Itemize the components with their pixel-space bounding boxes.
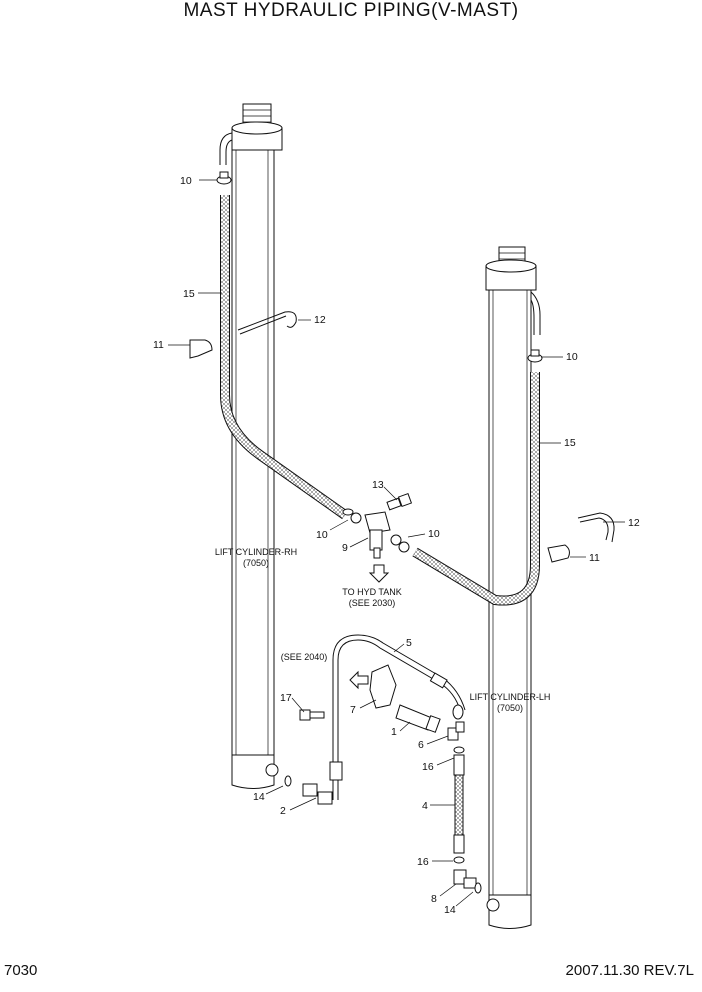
callout-4: 4 bbox=[422, 800, 428, 812]
callout-14-bottom: 14 bbox=[444, 904, 456, 916]
callout-11-lh: 11 bbox=[589, 552, 600, 564]
note-lift-cylinder-lh-ref: (7050) bbox=[497, 703, 523, 713]
o-ring-16b bbox=[453, 856, 465, 864]
note-to-hyd-tank: TO HYD TANK bbox=[342, 587, 402, 597]
clip-rh bbox=[189, 339, 213, 359]
arrow-to-tank bbox=[368, 564, 390, 583]
note-see-2040: (SEE 2040) bbox=[281, 652, 328, 662]
fitting-6 bbox=[447, 721, 465, 741]
callout-15-lh: 15 bbox=[564, 437, 576, 449]
hose-clamp-rh-top bbox=[216, 171, 232, 185]
callout-10-left-tee: 10 bbox=[316, 529, 328, 541]
note-lift-cylinder-rh: LIFT CYLINDER-RH bbox=[215, 547, 297, 557]
o-ring-14b bbox=[474, 882, 482, 894]
callout-16-bottom: 16 bbox=[417, 856, 429, 868]
callout-2: 2 bbox=[280, 805, 286, 817]
bracket-7 bbox=[369, 664, 397, 709]
hose-4 bbox=[453, 754, 465, 854]
wire-clip-rh bbox=[237, 311, 297, 331]
elbow-8 bbox=[453, 869, 477, 889]
tee-block bbox=[342, 508, 410, 559]
note-lift-cylinder-rh-ref: (7050) bbox=[243, 558, 269, 568]
leader-lines bbox=[168, 179, 625, 907]
page-title: MAST HYDRAULIC PIPING(V-MAST) bbox=[183, 0, 519, 21]
callout-14-left: 14 bbox=[253, 791, 265, 803]
bolt-17 bbox=[299, 709, 325, 721]
callout-8: 8 bbox=[431, 893, 437, 905]
lift-cylinder-lh bbox=[485, 246, 541, 929]
connector-2 bbox=[302, 783, 333, 805]
page-number: 7030 bbox=[4, 962, 38, 979]
o-ring-16a bbox=[453, 746, 465, 754]
callout-10-lh-top: 10 bbox=[566, 351, 578, 363]
callout-13: 13 bbox=[372, 479, 384, 491]
callout-12-lh: 12 bbox=[628, 517, 640, 529]
callout-12-rh: 12 bbox=[314, 314, 326, 326]
callout-10-rh-top: 10 bbox=[180, 175, 192, 187]
callout-7: 7 bbox=[350, 704, 356, 716]
callout-10-right-tee: 10 bbox=[428, 528, 440, 540]
valve-1 bbox=[395, 704, 441, 733]
revision-date: 2007.11.30 REV.7L bbox=[565, 962, 694, 979]
note-lift-cylinder-lh: LIFT CYLINDER-LH bbox=[470, 692, 551, 702]
callout-6: 6 bbox=[418, 739, 424, 751]
bolt-13 bbox=[386, 492, 413, 511]
callout-5: 5 bbox=[406, 637, 412, 649]
wire-clip-lh bbox=[577, 512, 615, 543]
callout-16-top: 16 bbox=[422, 761, 434, 773]
steel-pipe-5 bbox=[337, 639, 461, 800]
callout-9: 9 bbox=[342, 542, 348, 554]
callout-15-rh: 15 bbox=[183, 288, 195, 300]
callout-11-rh: 11 bbox=[153, 339, 164, 351]
note-see-2030: (SEE 2030) bbox=[349, 598, 396, 608]
clip-lh bbox=[547, 544, 570, 563]
callout-1: 1 bbox=[391, 726, 397, 738]
o-ring-14a bbox=[284, 775, 292, 787]
callout-17: 17 bbox=[280, 692, 292, 704]
hose-clamp-lh-top bbox=[527, 349, 543, 363]
